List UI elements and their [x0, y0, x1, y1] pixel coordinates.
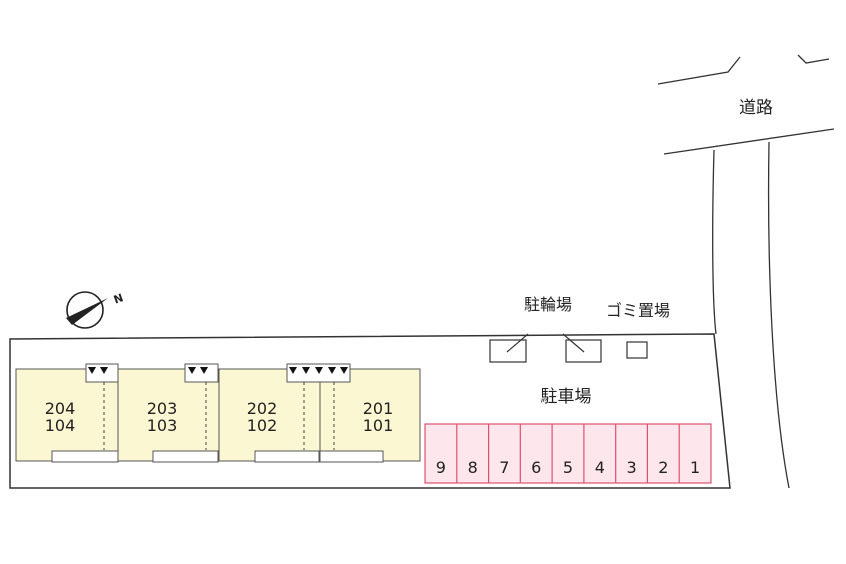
entrance-marker — [88, 367, 96, 374]
entrance-markers — [88, 367, 348, 374]
bicycle-parking-label: 駐輪場 — [524, 295, 572, 314]
unit-lower-label: 104 — [45, 416, 76, 435]
unit-upper-label: 203 — [147, 399, 178, 418]
entrance-marker — [328, 367, 336, 374]
balcony-3 — [254, 450, 320, 463]
entrance-notch-1 — [85, 363, 119, 383]
unit-lower-label: 101 — [363, 416, 394, 435]
unit-upper-label: 204 — [45, 399, 76, 418]
unit-upper-label: 202 — [247, 399, 278, 418]
entrance-marker — [289, 367, 297, 374]
entrance-notch-2 — [184, 363, 219, 383]
parking-label: 駐車場 — [541, 387, 592, 407]
garbage-area — [626, 341, 648, 359]
bicycle-parking — [489, 333, 602, 363]
bicycle-rack-2-leader — [562, 333, 585, 353]
road-label: 道路 — [739, 98, 773, 118]
entrance-marker — [315, 367, 323, 374]
entrance-marker — [200, 367, 208, 374]
parking-space-number: 5 — [563, 458, 573, 477]
access-road-right — [767, 141, 790, 489]
road — [657, 54, 835, 489]
building-units — [15, 363, 421, 463]
entrance-marker — [100, 367, 108, 374]
parking-space-number: 8 — [468, 458, 478, 477]
unit-block-201-101 — [319, 368, 421, 462]
parking-area — [424, 423, 712, 484]
parking-space-number: 1 — [690, 458, 700, 477]
entrance-marker — [188, 367, 196, 374]
compass-north-label: N — [112, 291, 125, 306]
unit-lower-label: 103 — [147, 416, 178, 435]
parking-space-number: 3 — [627, 458, 637, 477]
unit-upper-label: 201 — [363, 399, 394, 418]
unit-block-203-103 — [117, 368, 220, 462]
entrance-marker — [302, 367, 310, 374]
bicycle-rack-1-leader — [506, 333, 529, 353]
unit-block-202-102 — [218, 368, 321, 462]
balcony-4 — [319, 450, 384, 463]
parking-space-number: 4 — [595, 458, 605, 477]
balcony-2 — [152, 450, 219, 463]
parking-space-number: 6 — [531, 458, 541, 477]
entrance-marker — [340, 367, 348, 374]
unit-lower-label: 102 — [247, 416, 278, 435]
road-edge-top-left — [657, 56, 741, 85]
balcony-1 — [51, 450, 119, 463]
stair-lines — [103, 382, 335, 450]
road-edge-bottom — [663, 128, 835, 155]
parking-space-number: 9 — [436, 458, 446, 477]
compass-icon: N — [66, 291, 125, 329]
access-road-left — [712, 149, 717, 335]
garbage-area-label: ゴミ置場 — [606, 301, 670, 320]
unit-block-204-104 — [15, 368, 119, 462]
parking-space-number: 7 — [499, 458, 509, 477]
parking-space-number: 2 — [658, 458, 668, 477]
parking-spaces: 9 8 7 6 5 4 3 2 1 — [424, 423, 712, 484]
road-edge-top-right — [797, 54, 830, 64]
